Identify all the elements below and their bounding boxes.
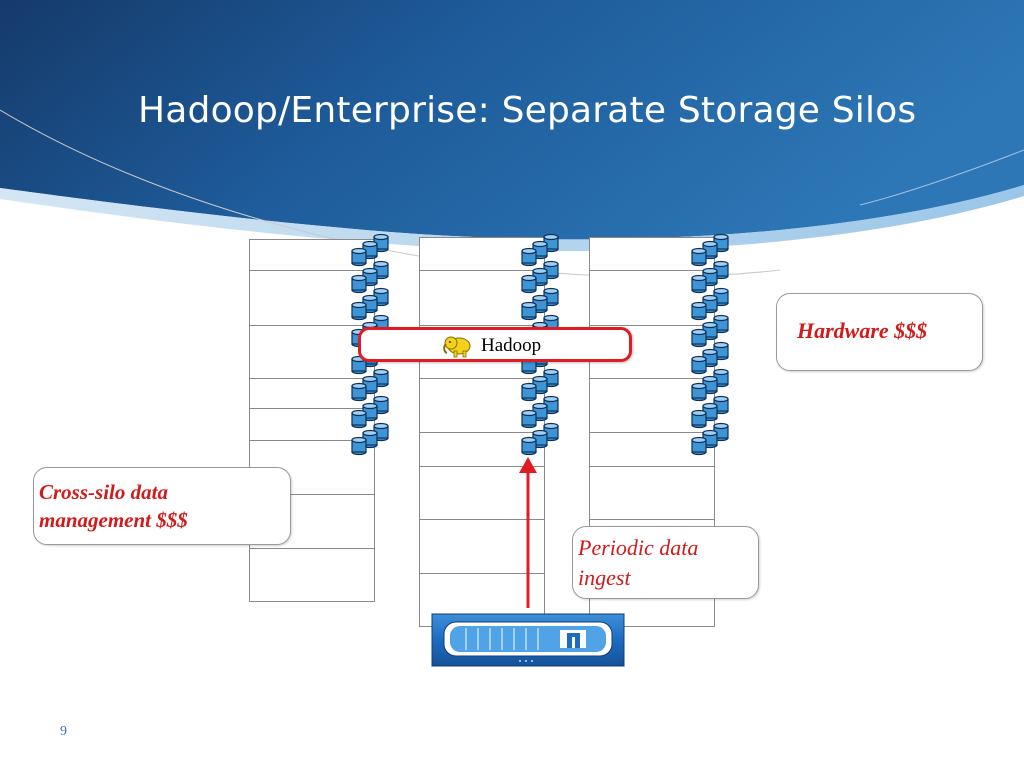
cross-silo-callout: Cross-silo data management $$$ xyxy=(33,467,291,545)
disk-icon xyxy=(543,260,559,280)
disk-icon xyxy=(702,321,718,341)
storage-array-icon xyxy=(431,613,625,667)
rack-shelf xyxy=(250,494,374,495)
slide-title: Hadoop/Enterprise: Separate Storage Silo… xyxy=(138,90,917,131)
rack-shelf xyxy=(420,573,544,574)
rack-shelf xyxy=(590,270,714,271)
disk-icon xyxy=(691,274,707,294)
rack-shelf xyxy=(590,325,714,326)
cross-silo-text-line2: management $$$ xyxy=(39,508,188,532)
rack-shelf xyxy=(250,325,374,326)
rack-shelf xyxy=(420,325,544,326)
disk-icon xyxy=(351,274,367,294)
hardware-cost-callout: Hardware $$$ xyxy=(776,293,983,371)
disk-icon xyxy=(521,301,537,321)
hardware-cost-text: Hardware $$$ xyxy=(797,318,928,343)
disk-icon xyxy=(351,301,367,321)
cross-silo-text-line1: Cross-silo data xyxy=(39,480,168,504)
disk-icon xyxy=(691,382,707,402)
page-number: 9 xyxy=(60,724,67,739)
disk-icon xyxy=(351,247,367,267)
rack-shelf xyxy=(250,548,374,549)
rack-shelf xyxy=(420,270,544,271)
hadoop-bar: Hadoop xyxy=(358,327,632,362)
rack-shelf xyxy=(250,408,374,409)
disk-icon xyxy=(713,395,729,415)
rack-shelf xyxy=(590,378,714,379)
rack-shelf xyxy=(420,432,544,433)
disk-icon xyxy=(351,382,367,402)
rack-shelf xyxy=(590,466,714,467)
disk-icon xyxy=(521,409,537,429)
disk-icon xyxy=(521,382,537,402)
disk-icon xyxy=(351,436,367,456)
hadoop-label: Hadoop xyxy=(481,335,542,356)
disk-icon xyxy=(691,301,707,321)
periodic-ingest-callout: Periodic data ingest xyxy=(572,526,759,599)
disk-icon xyxy=(713,368,729,388)
disk-icon xyxy=(521,274,537,294)
storage-rack-middle xyxy=(419,237,545,627)
periodic-ingest-text-line2: ingest xyxy=(578,565,631,590)
disk-icon xyxy=(691,247,707,267)
disk-icon xyxy=(702,348,718,368)
rack-shelf xyxy=(590,519,714,520)
hadoop-elephant-icon xyxy=(441,333,475,359)
rack-shelf xyxy=(590,432,714,433)
rack-shelf xyxy=(250,440,374,441)
rack-shelf xyxy=(420,466,544,467)
disk-icon xyxy=(532,375,548,395)
rack-shelf xyxy=(250,270,374,271)
disk-icon xyxy=(521,247,537,267)
disk-icon xyxy=(691,355,707,375)
disk-icon xyxy=(691,328,707,348)
disk-stack-icon xyxy=(691,233,729,456)
disk-icon xyxy=(713,287,729,307)
up-arrow-icon xyxy=(519,457,537,608)
disk-icon xyxy=(691,436,707,456)
disk-icon xyxy=(691,409,707,429)
rack-shelf xyxy=(420,519,544,520)
rack-shelf xyxy=(250,378,374,379)
disk-icon xyxy=(521,436,537,456)
rack-shelf xyxy=(420,378,544,379)
periodic-ingest-text-line1: Periodic data xyxy=(578,535,699,560)
disk-icon xyxy=(351,409,367,429)
